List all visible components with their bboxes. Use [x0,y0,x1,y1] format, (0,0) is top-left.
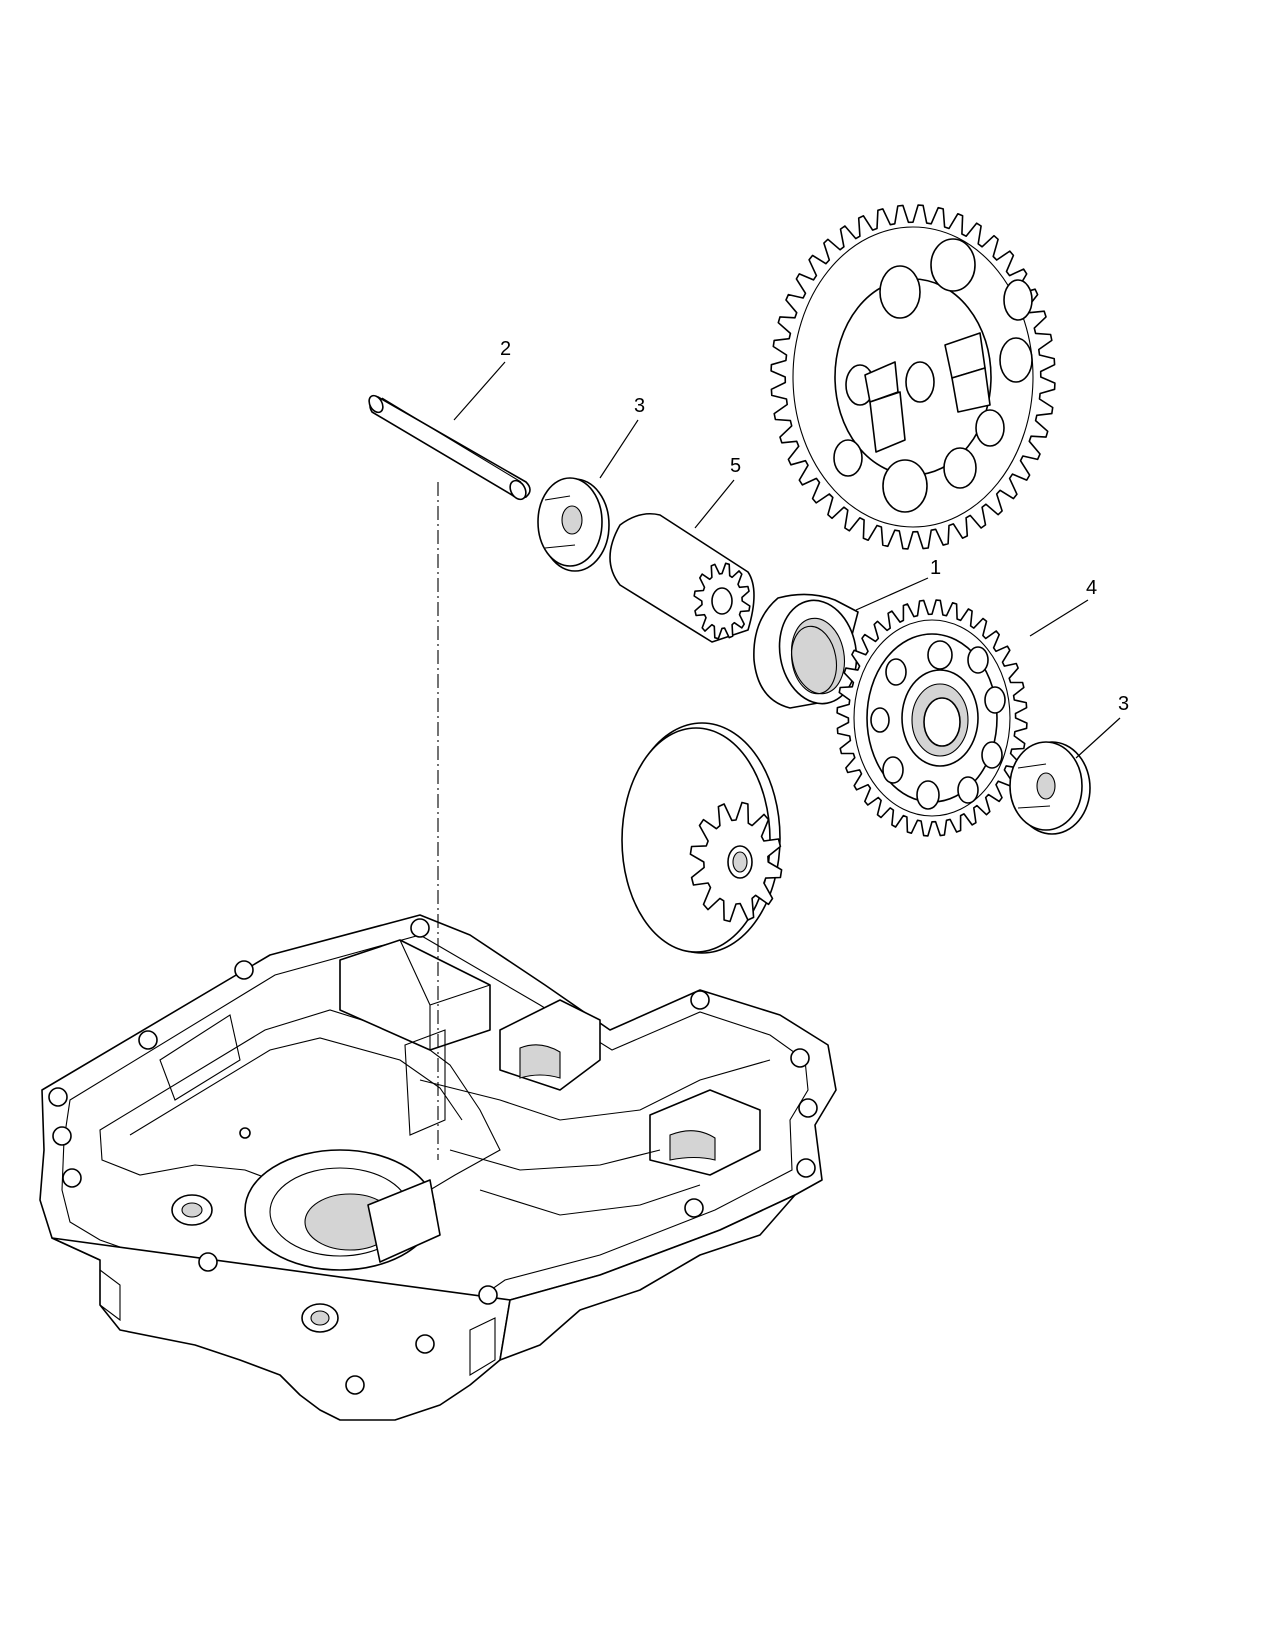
svg-text:4: 4 [1086,577,1097,599]
pinion-part [609,512,755,643]
callout-pin: 2 [453,338,511,421]
svg-text:3: 3 [634,395,645,417]
washer-left-part [537,477,610,572]
callout-washer-right: 3 [1075,693,1129,759]
bushing-part [753,593,859,709]
small-gear-part [836,599,1028,837]
transmission-case [39,914,837,1421]
callouts: 2 3 5 1 4 3 [453,338,1129,759]
svg-text:1: 1 [930,557,941,579]
callout-pinion: 5 [694,455,741,529]
washer-right-part [1009,741,1091,835]
pin-part [368,394,531,501]
svg-text:5: 5 [730,455,741,477]
callout-gear-small: 4 [1029,577,1097,637]
callout-washer-left: 3 [599,395,645,479]
large-gear [770,204,1056,550]
svg-text:3: 3 [1118,693,1129,715]
svg-text:2: 2 [500,338,511,360]
drive-gear-disc [621,722,783,954]
callout-bushing: 1 [855,557,941,611]
